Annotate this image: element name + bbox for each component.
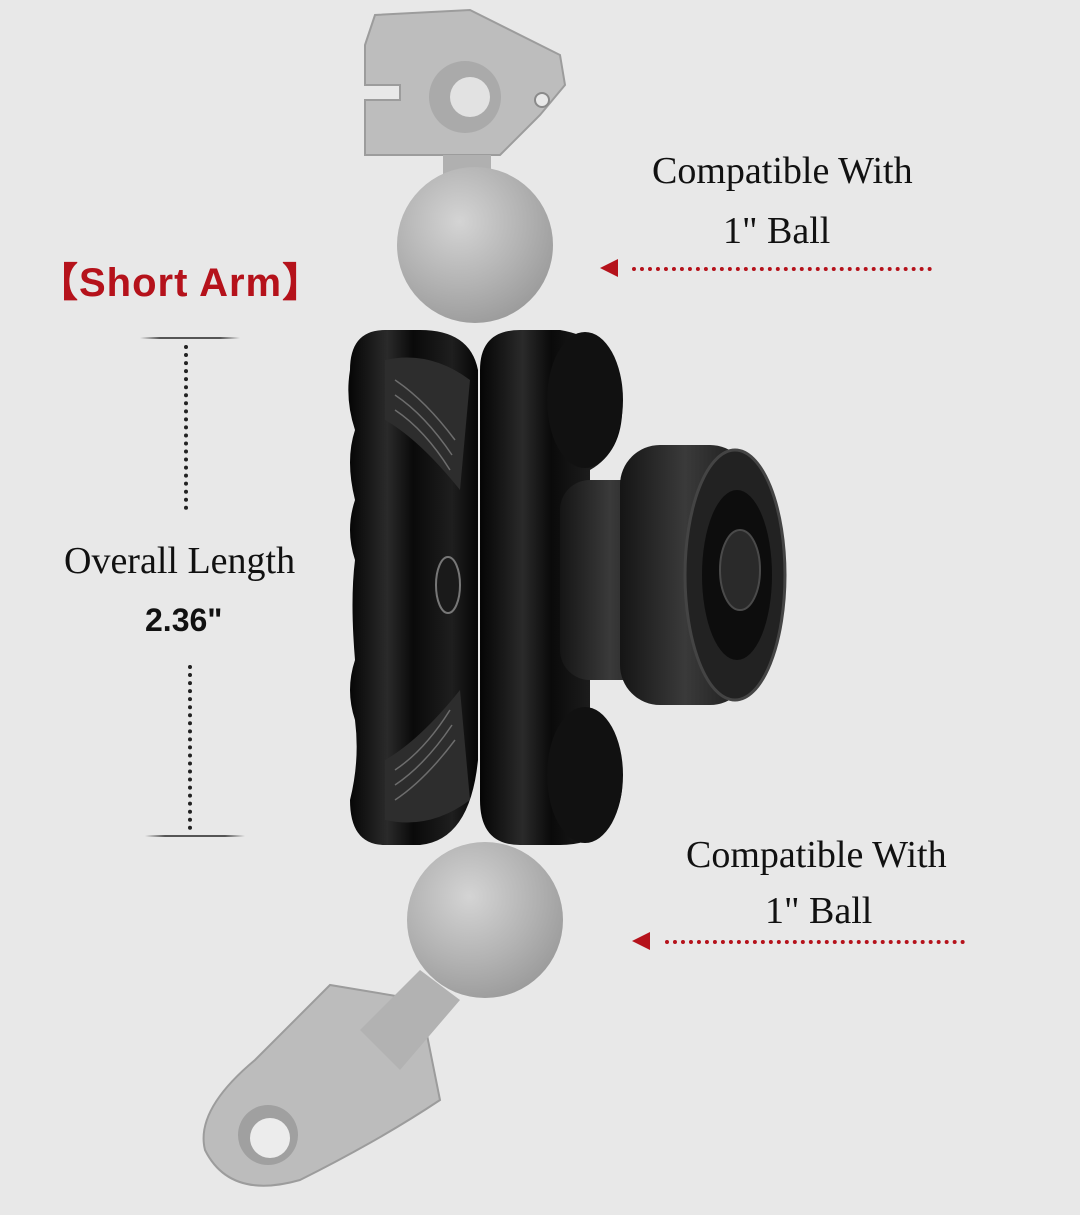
tightening-knob xyxy=(560,445,787,705)
title-bracket-left: 【 xyxy=(38,261,79,305)
dimension-label: Overall Length xyxy=(64,540,296,582)
top-callout-line1: Compatible With xyxy=(652,150,913,192)
bottom-callout-line1: Compatible With xyxy=(686,834,947,876)
top-callout-line2: 1" Ball xyxy=(723,210,831,252)
dimension-top-dotted-line xyxy=(184,345,188,510)
bottom-callout-line2: 1" Ball xyxy=(765,890,873,932)
top-callout-dotted-line xyxy=(632,267,932,271)
title-bracket-right: 】 xyxy=(282,261,324,305)
product-title: 【Short Arm】 xyxy=(38,250,323,308)
short-arm-body xyxy=(348,330,623,845)
title-text: Short Arm xyxy=(79,261,283,305)
dimension-bottom-dotted-line xyxy=(188,665,192,830)
dimension-value: 2.36" xyxy=(145,602,223,638)
bottom-callout-dotted-line xyxy=(665,940,965,944)
left-arrow-icon xyxy=(632,932,650,950)
bottom-mirror-mount xyxy=(202,842,563,1187)
left-arrow-icon xyxy=(600,259,618,277)
dimension-bottom-cap xyxy=(145,835,245,837)
top-handlebar-clamp xyxy=(364,8,567,323)
dimension-top-cap xyxy=(140,337,240,339)
